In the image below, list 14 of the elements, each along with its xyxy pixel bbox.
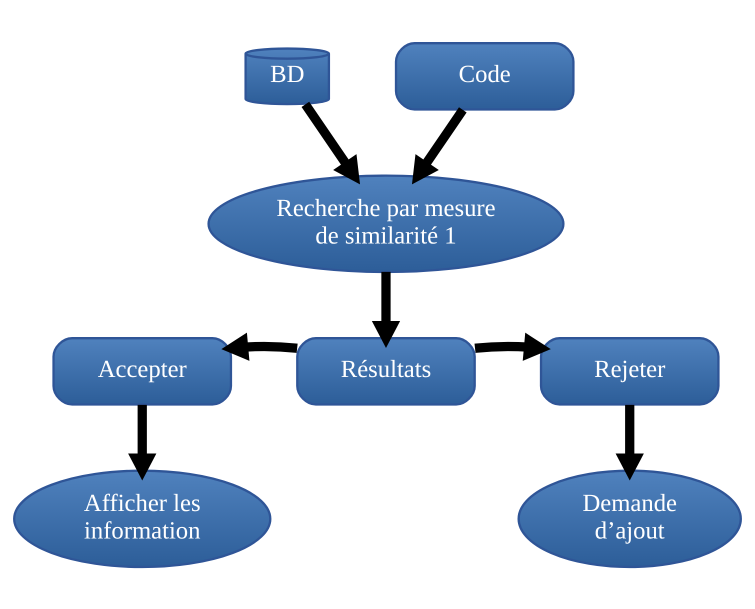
arrow [474, 332, 551, 360]
arrow [221, 332, 298, 360]
arrow [412, 106, 467, 184]
node-box: Accepter [52, 336, 232, 406]
node-box: Résultats [296, 336, 476, 406]
arrow [616, 404, 644, 480]
node-ellipse: Demande d’ajout [518, 469, 742, 568]
node-box: Code [394, 42, 575, 110]
arrow [128, 404, 156, 480]
arrow [372, 271, 400, 348]
arrow [302, 101, 360, 184]
node-box: Rejeter [540, 336, 720, 406]
node-ellipse: Afficher les information [13, 469, 272, 568]
node-ellipse: Recherche par mesure de similarité 1 [207, 174, 565, 273]
